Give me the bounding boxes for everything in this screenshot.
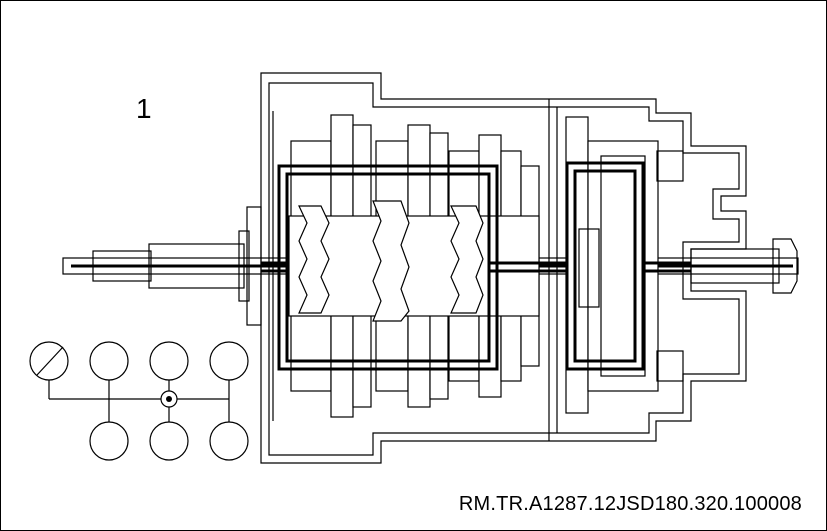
synchronizers: [298, 200, 484, 322]
callout-number: 1: [136, 93, 152, 124]
shift-pattern: [29, 341, 249, 461]
gear-position-5: [209, 341, 249, 381]
reference-code: RM.TR.A1287.12JSD180.320.100008: [458, 493, 802, 515]
output-section: [565, 116, 691, 414]
gear-position-1: [89, 341, 129, 381]
power-flow-left: [261, 164, 573, 371]
gear-position-4: [149, 421, 189, 461]
gear-position-2: [89, 421, 129, 461]
gear-position-3: [149, 341, 189, 381]
gear-position-6: [209, 421, 249, 461]
